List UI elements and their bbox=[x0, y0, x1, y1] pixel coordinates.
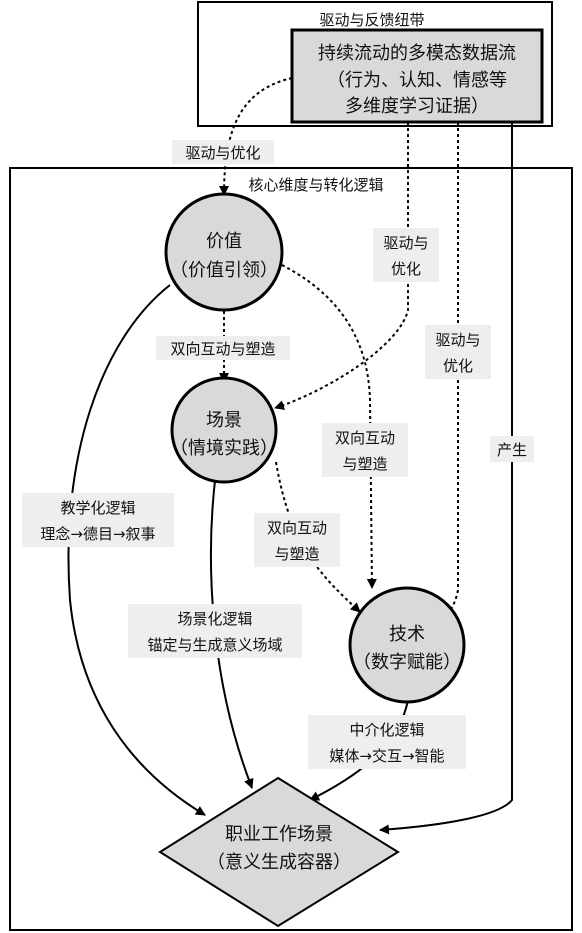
label-scene-logic-1: 场景化逻辑 bbox=[177, 610, 252, 628]
label-bg-produce bbox=[490, 436, 534, 462]
data-stream-box bbox=[290, 28, 544, 124]
label-mediate-2: 媒体→交互→智能 bbox=[329, 747, 444, 765]
data-stream-line2: （行为、认知、情感等 bbox=[327, 70, 507, 91]
label-scene-tech-1: 双向互动 bbox=[267, 519, 327, 537]
label-drive-mid-1: 驱动与 bbox=[383, 234, 428, 252]
label-bg-value-tech bbox=[322, 423, 408, 477]
edge-value-to-target bbox=[67, 284, 206, 816]
outer-feedback-frame bbox=[197, 1, 553, 127]
tech-node bbox=[348, 586, 466, 704]
value-node-title: 价值 bbox=[206, 231, 242, 252]
scene-node-subtitle: （情境实践） bbox=[170, 438, 278, 459]
scene-node bbox=[170, 376, 278, 484]
target-node-title: 职业工作场景 bbox=[225, 824, 333, 845]
label-teach-2: 理念→德目→叙事 bbox=[40, 525, 155, 543]
label-value-tech-1: 双向互动 bbox=[335, 429, 395, 447]
label-value-tech-2: 与塑造 bbox=[342, 455, 387, 473]
core-frame-title: 核心维度与转化逻辑 bbox=[248, 176, 383, 194]
label-drive-mid-2: 优化 bbox=[391, 260, 421, 278]
value-node-subtitle: （价值引领） bbox=[170, 260, 278, 281]
data-stream-line3: 多维度学习证据） bbox=[345, 96, 489, 117]
label-drive-right-1: 驱动与 bbox=[435, 331, 480, 349]
label-mediate-1: 中介化逻辑 bbox=[349, 721, 424, 739]
target-node-subtitle: （意义生成容器） bbox=[207, 852, 351, 873]
label-bg-drive-right bbox=[425, 325, 491, 379]
tech-node-title: 技术 bbox=[389, 624, 425, 645]
scene-node-title: 场景 bbox=[206, 410, 242, 431]
label-value-scene: 双向互动与塑造 bbox=[170, 340, 275, 358]
label-bg-mediate bbox=[308, 715, 466, 769]
label-scene-tech-2: 与塑造 bbox=[274, 545, 319, 563]
tech-node-subtitle: （数字赋能） bbox=[353, 652, 461, 673]
label-produce: 产生 bbox=[497, 441, 527, 459]
label-drive-top: 驱动与优化 bbox=[185, 144, 260, 162]
outer-frame-title: 驱动与反馈纽带 bbox=[319, 11, 424, 29]
value-node bbox=[164, 192, 284, 312]
target-node bbox=[158, 776, 400, 928]
label-bg-scene-logic bbox=[128, 604, 302, 658]
label-bg-value-scene bbox=[156, 336, 290, 360]
edge-value-to-tech bbox=[281, 264, 377, 589]
label-bg-scene-tech bbox=[254, 513, 340, 567]
label-bg-teach bbox=[22, 493, 174, 547]
data-stream-line1: 持续流动的多模态数据流 bbox=[318, 43, 516, 64]
edge-stream-produce bbox=[379, 122, 513, 835]
label-bg-drive-mid bbox=[373, 228, 439, 282]
core-dimensions-frame bbox=[9, 167, 573, 931]
label-bg-drive-top bbox=[172, 140, 274, 164]
edge-stream-to-value bbox=[219, 77, 293, 196]
label-drive-right-2: 优化 bbox=[443, 357, 473, 375]
label-teach-1: 教学化逻辑 bbox=[60, 499, 135, 517]
edge-stream-to-scene bbox=[274, 122, 409, 410]
label-scene-logic-2: 锚定与生成意义场域 bbox=[147, 636, 282, 654]
edge-stream-to-tech bbox=[442, 122, 459, 619]
